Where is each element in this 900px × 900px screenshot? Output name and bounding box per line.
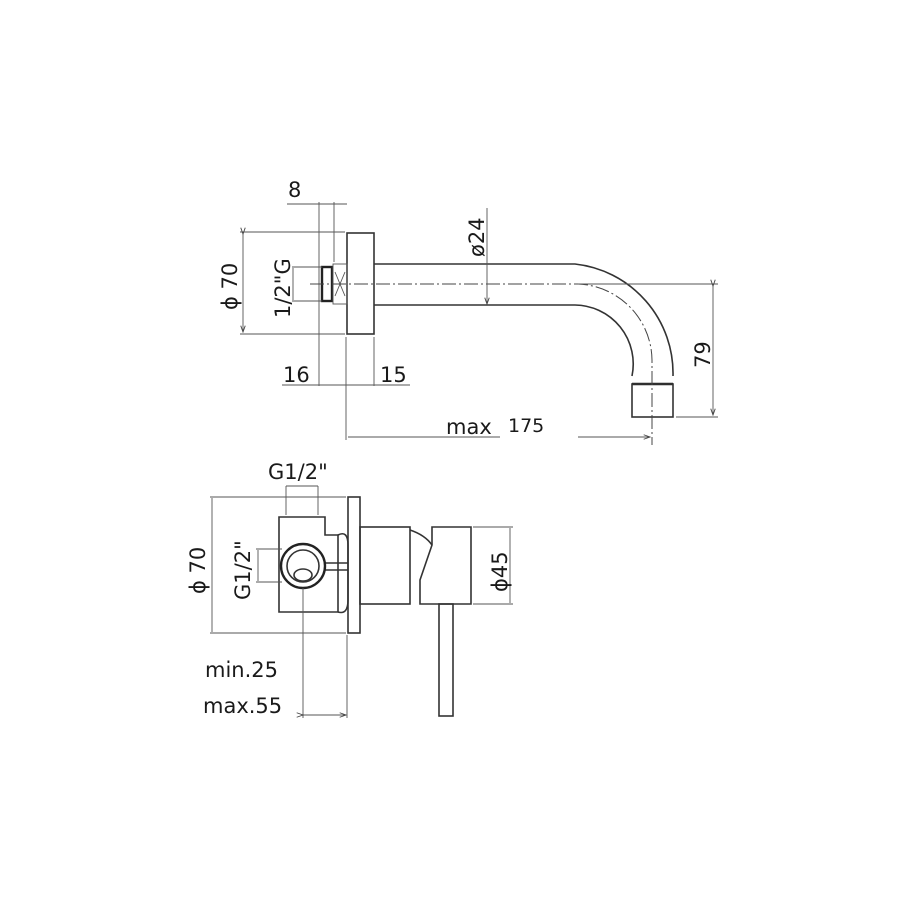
dim-depth-left: 16 bbox=[283, 363, 310, 387]
dim-reach-value: 175 bbox=[508, 415, 544, 437]
dim-plate-diameter: ϕ 70 bbox=[218, 263, 242, 310]
dim-depth-max: max.55 bbox=[203, 694, 282, 718]
dim-thread: 1/2"G bbox=[271, 258, 295, 318]
dim-thickness: 8 bbox=[288, 178, 301, 202]
dim-spout-diameter: ø24 bbox=[465, 217, 489, 257]
centre-line bbox=[310, 283, 653, 445]
dim-depth-right: 15 bbox=[380, 363, 407, 387]
dim-mixer-body-diameter: ϕ45 bbox=[488, 551, 512, 592]
mixer-wall-plate bbox=[347, 496, 361, 634]
mixer-body bbox=[359, 526, 411, 605]
dim-thread-top: G1/2" bbox=[268, 460, 328, 484]
dim-spout-drop: 79 bbox=[691, 341, 715, 368]
dim-thread-side: G1/2" bbox=[231, 540, 255, 600]
dim-mixer-plate-diameter: ϕ 70 bbox=[186, 547, 210, 594]
dim-depth-min: min.25 bbox=[205, 658, 278, 682]
mixer-handle-head bbox=[419, 526, 472, 605]
dim-reach-label: max bbox=[446, 415, 492, 439]
mixer-view: G1/2" G1/2" ϕ 70 ϕ45 min.25 max.55 bbox=[186, 460, 513, 718]
spout-outer-curve bbox=[374, 263, 674, 377]
spout-inner-curve bbox=[374, 304, 635, 377]
spout-view: 8 ϕ 70 1/2"G 16 15 ø24 79 max 175 bbox=[218, 178, 718, 445]
mixer-lever bbox=[438, 603, 454, 717]
